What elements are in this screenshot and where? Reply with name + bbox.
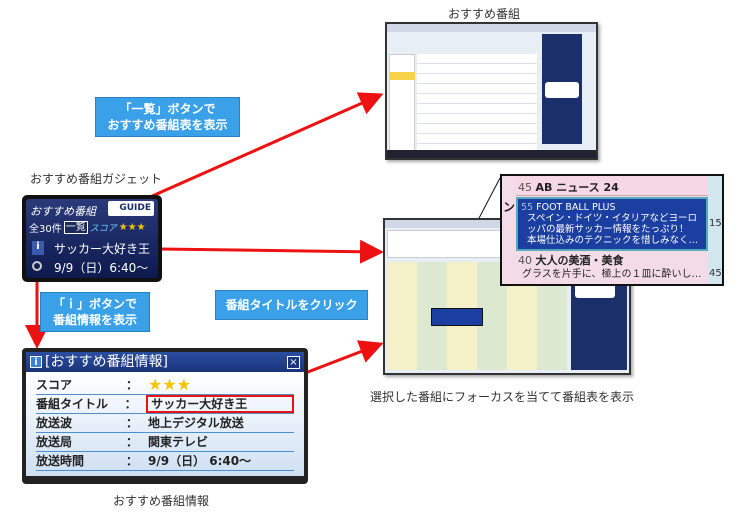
program-desc: グラスを片手に、極上の１皿に酔いし…	[522, 269, 702, 280]
focused-program-cell[interactable]: 55 FOOT BALL PLUS スペイン・ドイツ・イタリアなどヨーロ ッパの…	[516, 197, 708, 251]
recommend-list-caption: おすすめ番組	[448, 7, 521, 21]
left-fragment: ン	[503, 200, 516, 214]
program-cell[interactable]: 40 大人の美酒・美食 グラスを片手に、極上の１皿に酔いし…	[516, 252, 708, 284]
list-button[interactable]: 一覧	[63, 221, 88, 234]
start-minute: 45	[709, 268, 722, 279]
program-title: FOOT BALL PLUS	[536, 202, 616, 213]
info-icon: i	[30, 356, 42, 368]
focus-caption: 選択した番組にフォーカスを当てて番組表を表示	[370, 390, 635, 404]
colon: ：	[124, 397, 137, 411]
zoomed-program-grid: ン 45 AB ニュース 24 55 FOOT BALL PLUS スペイン・ド…	[500, 174, 724, 286]
info-row-station: 放送局 ： 関東テレビ	[36, 433, 294, 452]
recommend-gadget: おすすめ番組 GUIDE 全30件 一覧 スコア ★★★ i サッカー大好き王 …	[22, 195, 162, 282]
score-stars: ★★★	[118, 222, 146, 233]
program-title: 大人の美酒・美食	[535, 254, 624, 267]
program-desc: 本場仕込みのテクニックを惜しみなく…	[527, 235, 699, 246]
gadget-header: おすすめ番組	[30, 205, 96, 218]
program-title-value: サッカー大好き王	[146, 395, 294, 413]
program-title-link[interactable]: サッカー大好き王	[54, 242, 151, 256]
gadget-count: 全30件	[29, 224, 62, 235]
info-row-wave: 放送波 ： 地上デジタル放送	[36, 414, 294, 433]
callout-line: おすすめ番組表を表示	[107, 118, 228, 132]
colon: ：	[126, 416, 139, 430]
program-desc: スペイン・ドイツ・イタリアなどヨーロ	[527, 213, 697, 224]
clock-icon	[32, 261, 42, 271]
info-button[interactable]: i	[32, 241, 44, 255]
callout-i-button: 「ｉ」ボタンで 番組情報を表示	[40, 292, 150, 332]
callout-line: 「ｉ」ボタンで	[52, 297, 137, 311]
colon: ：	[126, 454, 139, 468]
info-key: 放送波	[36, 416, 73, 430]
info-row-title: 番組タイトル ： サッカー大好き王	[36, 395, 294, 414]
close-button[interactable]: ×	[287, 355, 300, 369]
info-caption: おすすめ番組情報	[113, 494, 210, 508]
dialog-title: [おすすめ番組情報]	[45, 354, 168, 370]
program-title: AB ニュース 24	[535, 181, 619, 194]
info-key: 放送時間	[36, 454, 85, 468]
info-value: 地上デジタル放送	[148, 416, 244, 430]
score-stars: ★★★	[148, 375, 192, 394]
info-value: 9/9（日） 6:40〜	[148, 454, 252, 468]
g-guide-logo: GUIDE	[108, 201, 154, 216]
arrow-title-to-grid	[159, 239, 384, 264]
program-desc: ッパの最新サッカー情報をたっぷり！	[527, 224, 689, 235]
gadget-caption: おすすめ番組ガジェット	[30, 172, 163, 186]
info-value: 関東テレビ	[148, 435, 209, 449]
info-row-score: スコア ： ★★★	[36, 376, 294, 395]
start-minute: 45	[518, 181, 532, 194]
start-minute: 55	[521, 202, 534, 213]
recommend-list-screenshot	[385, 22, 598, 160]
program-datetime: 9/9（日）6:40〜	[54, 261, 149, 275]
colon: ：	[126, 378, 139, 392]
program-cell[interactable]: 45 AB ニュース 24	[516, 176, 708, 196]
info-key: 番組タイトル	[36, 397, 109, 411]
info-key: スコア	[36, 378, 73, 392]
callout-line: 番組情報を表示	[52, 313, 137, 327]
info-key: 放送局	[36, 435, 73, 449]
info-row-time: 放送時間 ： 9/9（日） 6:40〜	[36, 452, 294, 471]
colon: ：	[126, 435, 139, 449]
start-minute: 15	[709, 218, 722, 229]
program-info-dialog: i [おすすめ番組情報] × スコア ： ★★★ 番組タイトル ： サッカー大好き王 放…	[22, 348, 308, 484]
callout-line: 「一覧」ボタンで	[119, 102, 216, 116]
callout-list-button: 「一覧」ボタンで おすすめ番組表を表示	[95, 97, 240, 137]
callout-title-click: 番組タイトルをクリック	[215, 290, 368, 320]
start-minute: 40	[518, 254, 532, 267]
score-label: スコア	[89, 224, 117, 234]
